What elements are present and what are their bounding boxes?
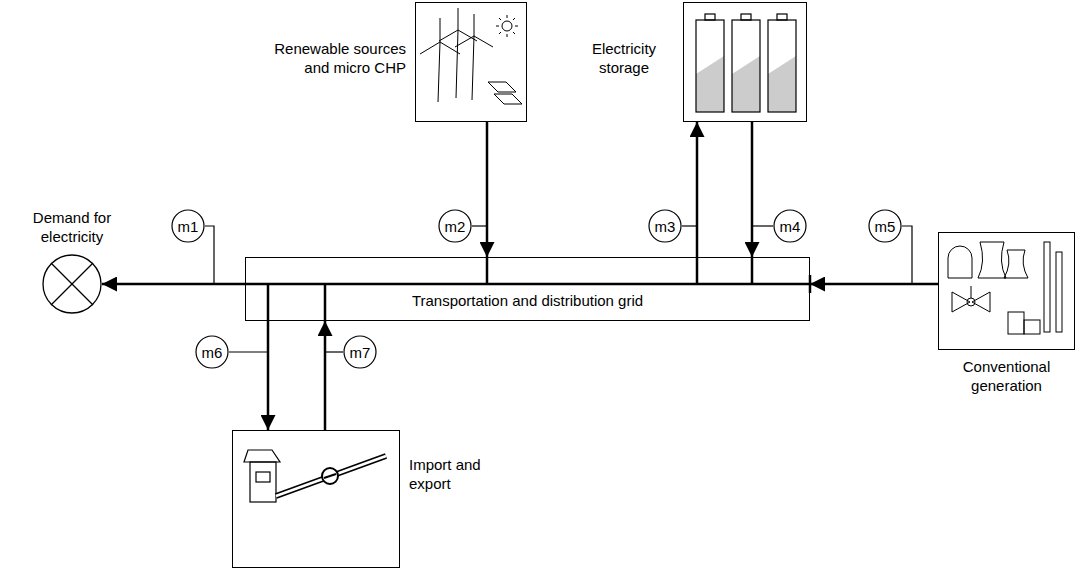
flow-arrow [697,122,698,257]
node-label: m2 [445,217,466,236]
node-label: m3 [655,217,676,236]
meter-circle: m2 [438,209,472,243]
meter-circle: m4 [773,209,807,243]
flow-line [696,122,699,257]
flow-line [102,283,245,286]
label-holder: Renewable sources and micro CHP [256,39,406,77]
flow-arrow [325,321,326,430]
label-holder: Demand for electricity [17,208,127,246]
label-holder: Import and export [409,455,499,493]
power-plant-icon [948,242,1062,334]
node-label: Renewable sources and micro CHP [256,39,406,77]
meter-circle: m7 [343,335,377,369]
border-crossing-icon [244,450,386,502]
label-holder: Conventional generation [939,357,1074,395]
demand-cross [51,263,93,305]
node-label: Import and export [409,455,499,493]
renewable-icon [420,8,522,104]
node-label: m5 [875,217,896,236]
node-label: m4 [780,217,801,236]
flow-arrow [487,122,488,257]
flow-arrow [752,122,753,257]
storage-box: Electricity storage [683,2,807,122]
node-label: Demand for electricity [17,208,127,246]
grid-box: Transportation and distribution grid [245,257,810,321]
flow-arrow [268,321,269,430]
meter-circle: m6 [195,335,229,369]
flow-line [810,283,938,286]
meter-leaders [205,226,912,352]
meter-circle: m5 [868,209,902,243]
node-label: Electricity storage [574,39,674,77]
circle-outline [42,254,102,314]
node-label: Conventional generation [939,357,1074,395]
flow-arrow [810,275,938,293]
node-label: m1 [178,217,199,236]
import-export-box: Import and export [232,430,400,568]
label-holder: Electricity storage [574,39,674,77]
node-label: Transportation and distribution grid [246,291,809,310]
bus-stubs [268,257,752,321]
meter-circle: m3 [648,209,682,243]
renewable-box: Renewable sources and micro CHP [415,2,527,122]
conventional-box: Conventional generation [938,232,1075,350]
flow-line [267,321,270,430]
flow-line [486,122,489,257]
grid-bus-line [245,283,810,286]
flow-arrow [102,284,245,285]
flow-line [751,122,754,257]
node-label: m7 [350,343,371,362]
flow-line [324,321,327,430]
demand-circle: Demand for electricity [42,254,102,314]
meter-circle: m1 [171,209,205,243]
node-label: m6 [202,343,223,362]
battery-icons [696,14,796,112]
